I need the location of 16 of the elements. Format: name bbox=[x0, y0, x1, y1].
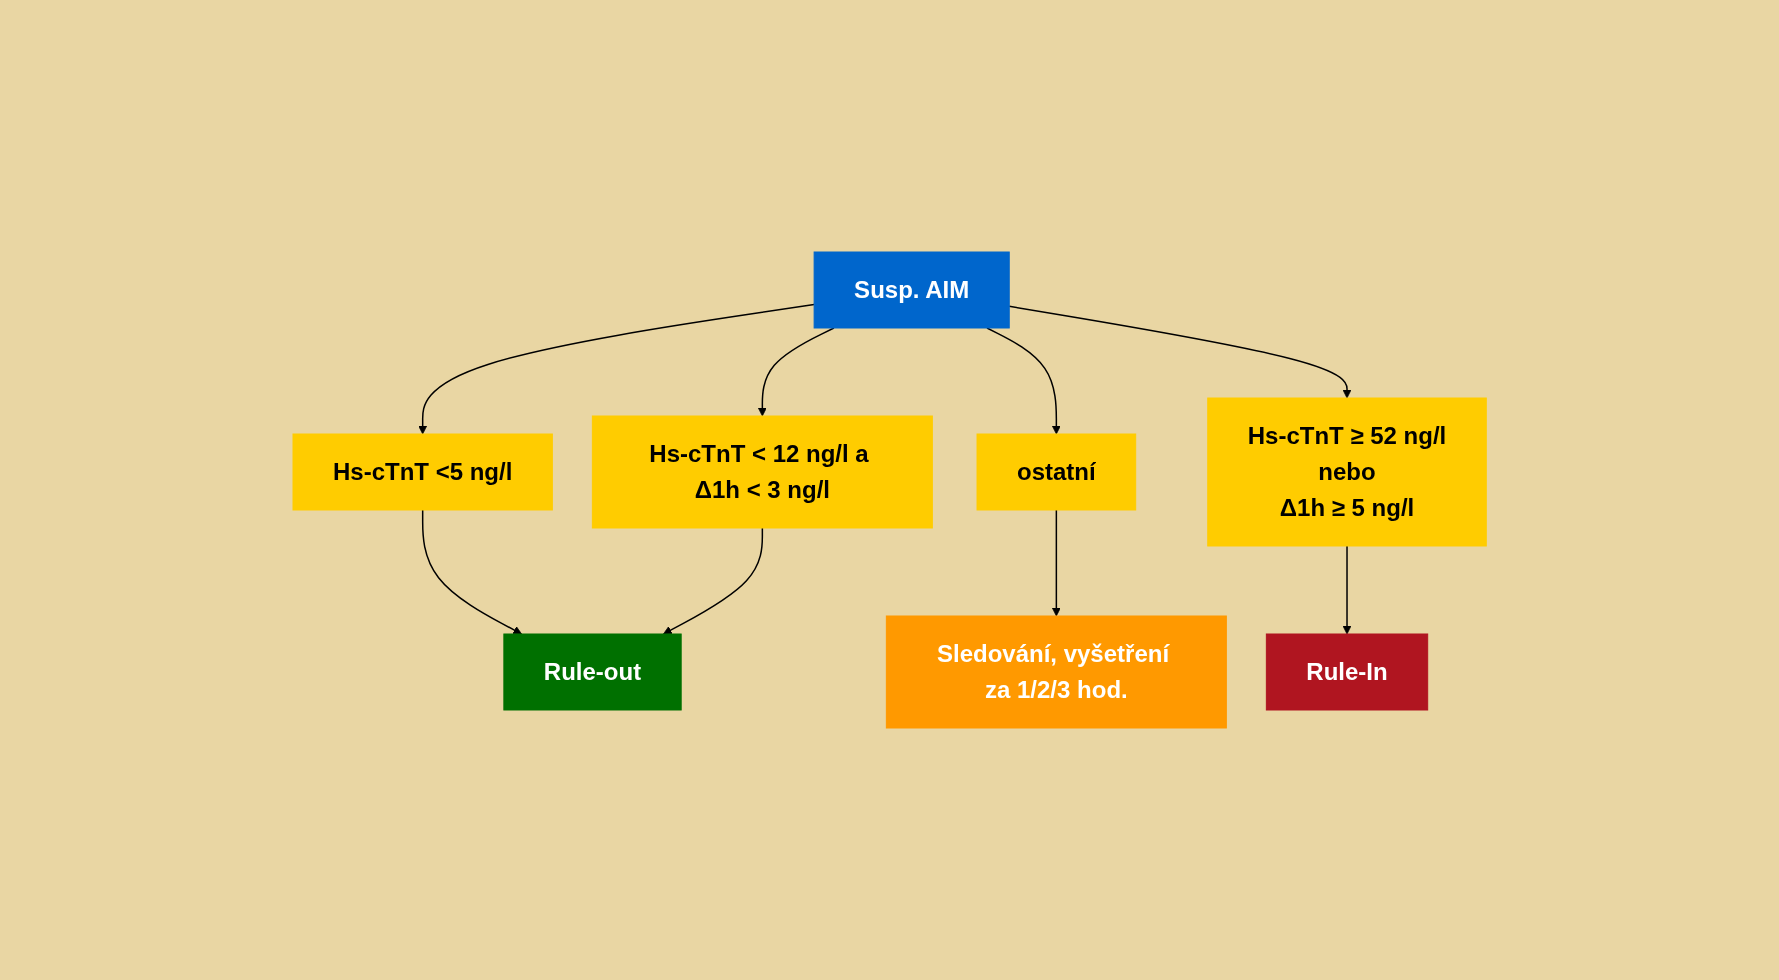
node-box: Susp. AIM bbox=[813, 251, 1010, 329]
arrow bbox=[421, 509, 522, 635]
node-box: Hs-cTnT < 12 ng/l a Δ1h < 3 ng/l bbox=[591, 415, 933, 529]
node-box: Rule-In bbox=[1265, 633, 1429, 711]
arrow bbox=[1008, 305, 1352, 399]
arrow bbox=[1051, 509, 1061, 617]
node-box: ostatní bbox=[976, 433, 1137, 511]
node-box: Sledování, vyšetření za 1/2/3 hod. bbox=[885, 615, 1227, 729]
arrow bbox=[757, 327, 835, 417]
arrow bbox=[986, 327, 1061, 435]
node-box: Hs-cTnT ≥ 52 ng/l nebo Δ1h ≥ 5 ng/l bbox=[1207, 397, 1487, 547]
arrow bbox=[662, 527, 763, 635]
arrow bbox=[1342, 545, 1352, 635]
node-box: Hs-cTnT <5 ng/l bbox=[292, 433, 553, 511]
arrow bbox=[418, 303, 815, 435]
node-box: Rule-out bbox=[503, 633, 682, 711]
